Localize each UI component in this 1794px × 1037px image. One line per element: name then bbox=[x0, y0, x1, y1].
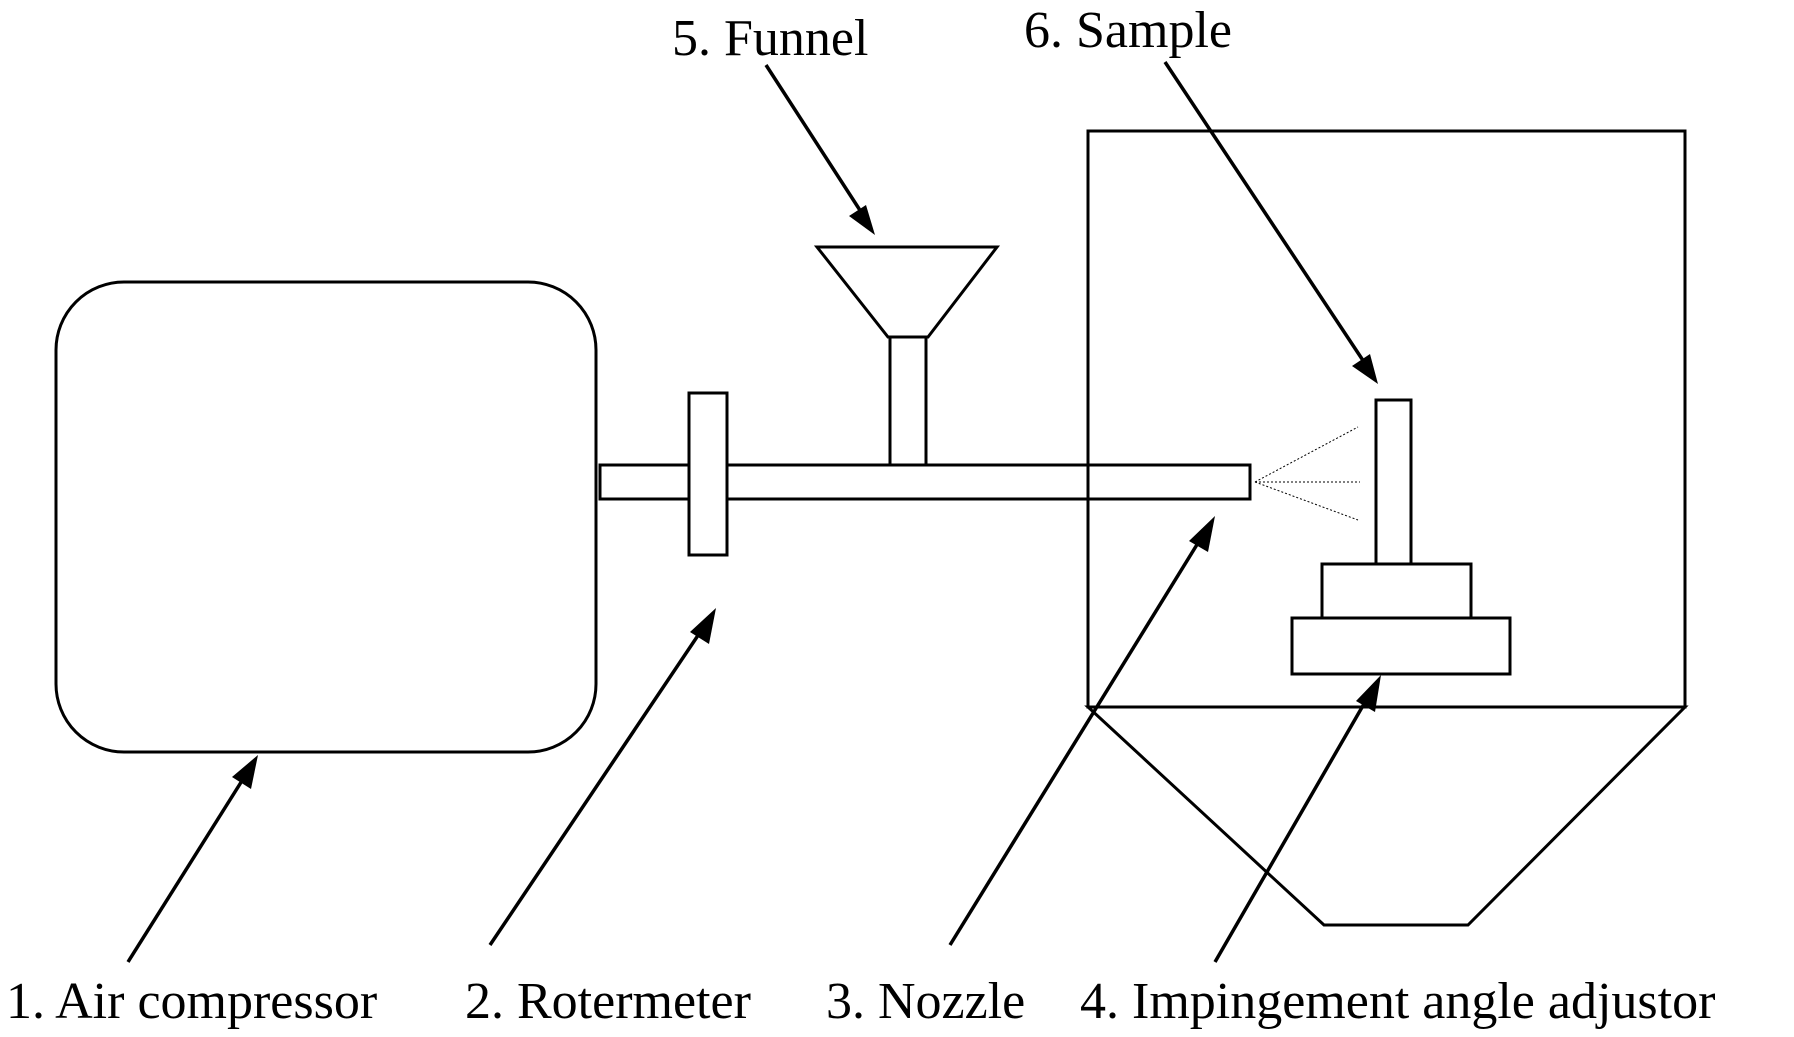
rotermeter-arrow bbox=[488, 621, 709, 946]
nozzle-arrowhead bbox=[1189, 516, 1215, 552]
air-compressor-arrow bbox=[126, 767, 252, 963]
label-air-compressor: 1. Air compressor bbox=[6, 973, 377, 1030]
rotermeter-arrowhead bbox=[690, 608, 716, 644]
adjustor-base-block bbox=[1290, 616, 1512, 676]
rotermeter-body bbox=[687, 391, 729, 557]
air-compressor-body bbox=[54, 280, 598, 754]
chamber-hopper bbox=[1084, 705, 1689, 927]
impingement-adjustor-arrowhead bbox=[1356, 675, 1381, 712]
impingement-adjustor-arrow bbox=[1213, 689, 1374, 963]
nozzle-arrow bbox=[948, 529, 1208, 946]
label-rotermeter: 2. Rotermeter bbox=[465, 973, 751, 1030]
adjustor-upper-block bbox=[1320, 562, 1473, 620]
label-impingement-angle-adjustor: 4. Impingement angle adjustor bbox=[1080, 973, 1715, 1030]
funnel-cone bbox=[813, 245, 1001, 339]
sample-specimen bbox=[1374, 398, 1413, 566]
label-nozzle: 3. Nozzle bbox=[826, 973, 1025, 1030]
funnel-arrowhead bbox=[849, 205, 875, 235]
sample-arrow bbox=[1163, 61, 1370, 369]
air-compressor-arrowhead bbox=[232, 755, 258, 789]
abrasive-spray-cone bbox=[1254, 426, 1360, 521]
label-sample: 6. Sample bbox=[1024, 2, 1232, 59]
funnel-stem bbox=[888, 335, 928, 467]
sample-arrowhead bbox=[1352, 354, 1378, 384]
label-funnel: 5. Funnel bbox=[672, 10, 868, 67]
funnel-arrow bbox=[764, 64, 867, 219]
leader-arrows bbox=[126, 61, 1381, 963]
